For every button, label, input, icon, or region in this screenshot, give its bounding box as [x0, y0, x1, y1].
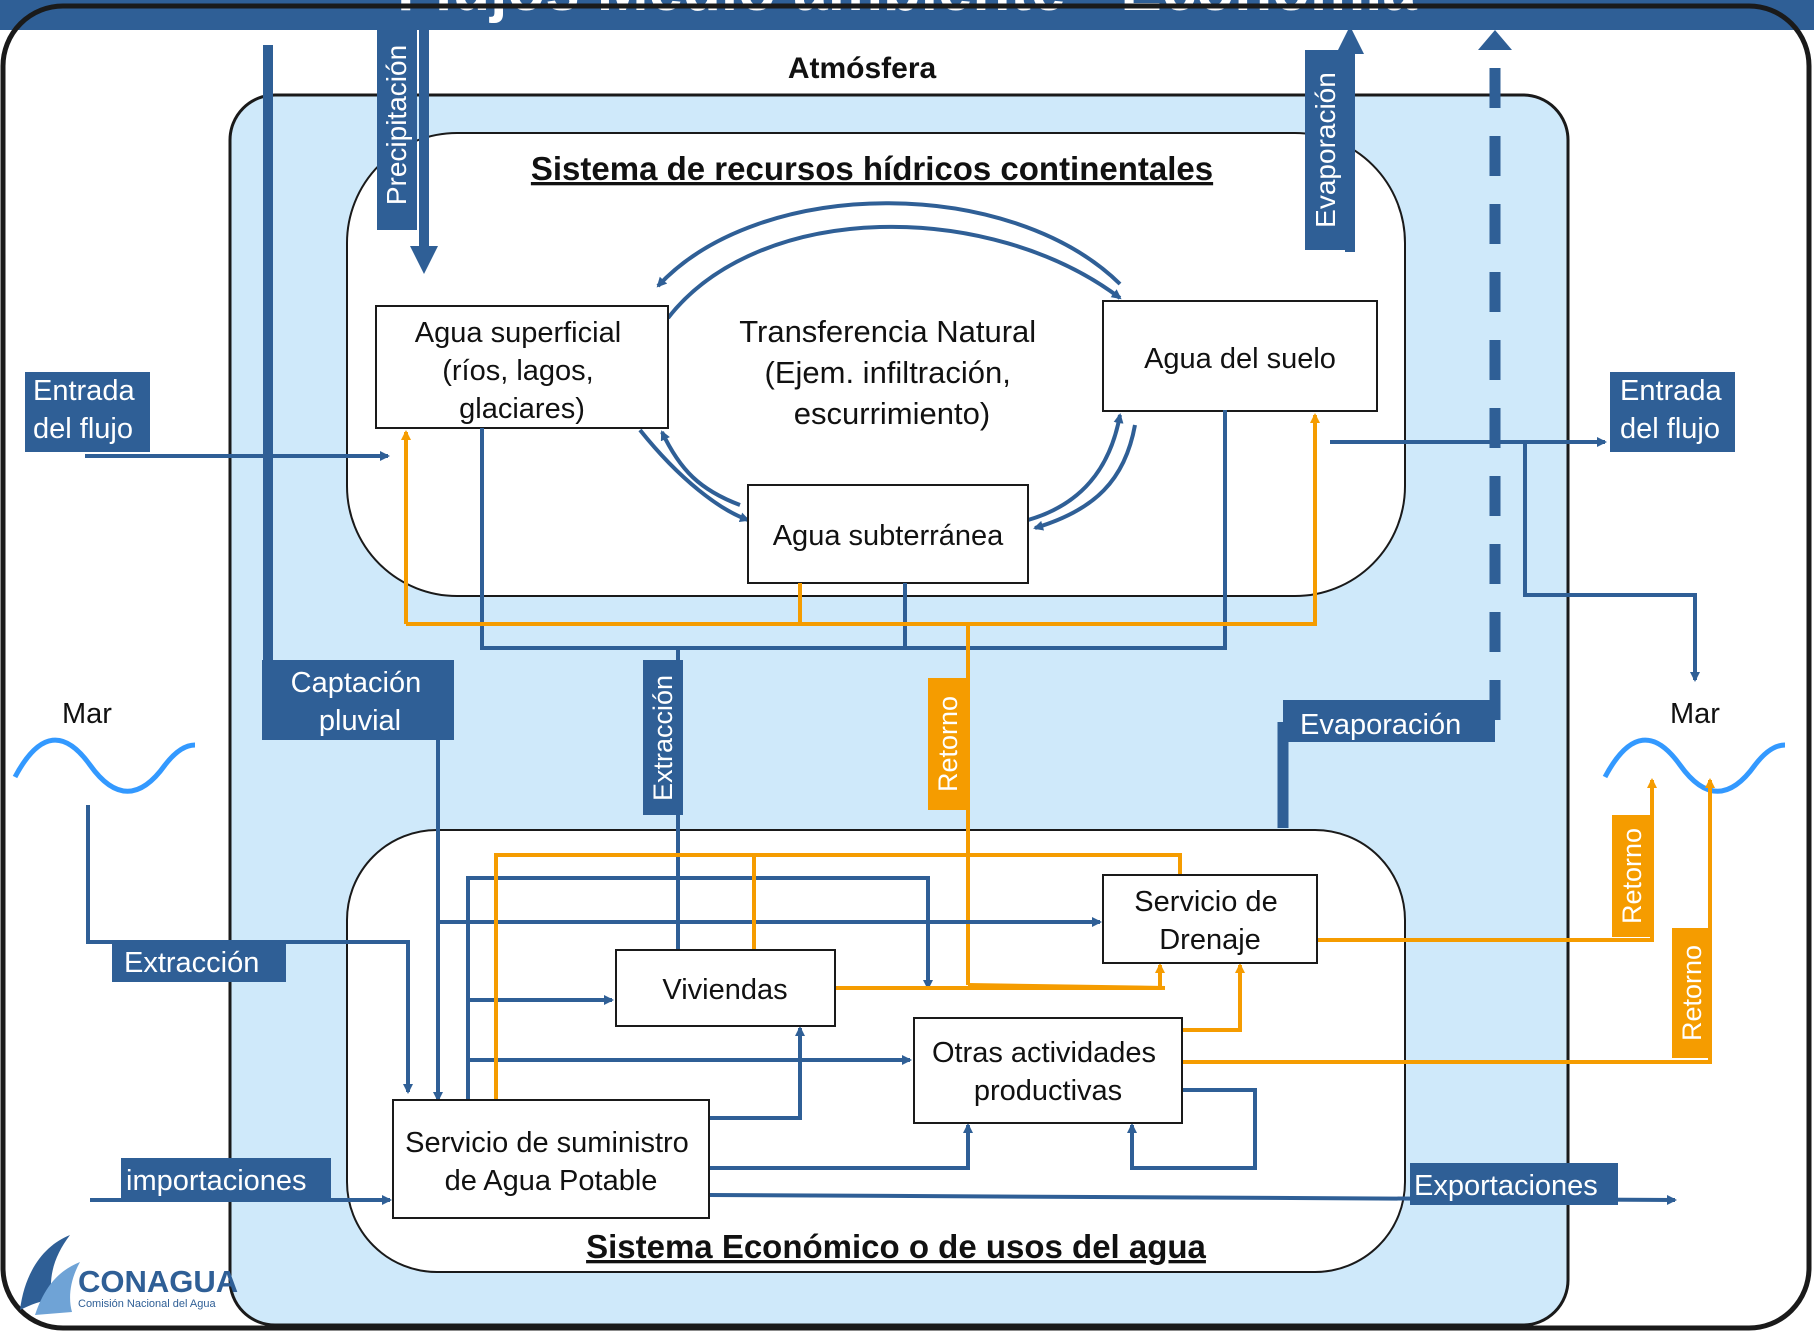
natural-transfer-line2: (Ejem. infiltración, [765, 355, 1011, 390]
sea-right: Mar [1602, 698, 1786, 794]
potable-supply-node: Servicio de suministro de Agua Potable [392, 1099, 710, 1219]
potable-supply-line2: de Agua Potable [445, 1165, 658, 1197]
natural-transfer-line1: Transferencia Natural [739, 314, 1036, 349]
return-right-1-label: Retorno [1617, 828, 1647, 924]
evaporation-mid-label: Evaporación [1300, 709, 1461, 741]
svg-text:Captación pluvial: Captación pluvial [291, 667, 430, 737]
inflow-left: Entrada del flujo [25, 372, 390, 461]
rain-capture-line2: pluvial [319, 705, 401, 737]
atmosphere-label: Atmósfera [788, 52, 937, 85]
logo-subtitle: Comisión Nacional del Agua [78, 1298, 216, 1310]
svg-text:Otras actividades produc: Otras actividades productivas [932, 1037, 1164, 1107]
surface-water-line3: glaciares) [459, 393, 585, 425]
inflow-right: Entrada del flujo [1330, 372, 1735, 682]
drainage-node: Servicio de Drenaje [1102, 874, 1318, 964]
drainage-line2: Drenaje [1159, 924, 1261, 956]
other-productive-node: Otras actividades productivas [913, 1017, 1183, 1124]
svg-text:Servicio de suministro d: Servicio de suministro de Agua Potable [405, 1127, 697, 1197]
svg-text:Transferencia Natural (E: Transferencia Natural (Ejem. infiltració… [739, 314, 1045, 431]
conagua-logo: CONAGUA Comisión Nacional del Agua [20, 1235, 238, 1315]
logo-name: CONAGUA [78, 1264, 238, 1299]
inflow-right-line1: Entrada [1620, 375, 1722, 407]
precipitation-flow: Precipitación [377, 20, 438, 274]
evaporation-top-label: Evaporación [1310, 72, 1341, 228]
svg-text:Agua superficial (ríos,: Agua superficial (ríos, lagos, glaciares… [415, 317, 629, 425]
inflow-left-line1: Entrada [33, 375, 135, 407]
drainage-line1: Servicio de [1134, 886, 1277, 918]
return-center: Retorno [928, 678, 968, 810]
groundwater-label: Agua subterránea [773, 520, 1004, 552]
natural-transfer-arrows [638, 201, 1137, 531]
sea-left: Mar [12, 698, 196, 794]
potable-supply-line1: Servicio de suministro [405, 1127, 689, 1159]
svg-text:Entrada del flujo: Entrada del flujo [1620, 375, 1730, 445]
precipitation-label: Precipitación [381, 45, 412, 205]
return-right-1: Retorno [1612, 815, 1652, 937]
extraction-sea-flow: Extracción [86, 805, 413, 1094]
slide-frame [0, 3, 1812, 1331]
svg-text:Entrada del flujo: Entrada del flujo [33, 375, 143, 445]
return-center-label: Retorno [933, 696, 963, 792]
evaporation-top-flow: Evaporación [1305, 26, 1364, 252]
surface-water-node: Agua superficial (ríos, lagos, glaciares… [375, 305, 669, 429]
surface-water-line2: (ríos, lagos, [442, 355, 594, 387]
inflow-left-line2: del flujo [33, 413, 133, 445]
other-productive-line2: productivas [974, 1075, 1122, 1107]
supply-distribution-lines [440, 876, 1257, 1170]
continental-water-system [346, 132, 1406, 597]
imports-label: importaciones [126, 1165, 307, 1197]
economic-return-lines [494, 778, 1715, 1100]
sea-left-label: Mar [62, 698, 112, 730]
imports-flow: importaciones [90, 1158, 392, 1205]
extraction-center-label: Extracción [648, 675, 678, 801]
groundwater-node: Agua subterránea [747, 484, 1029, 584]
natural-transfer-line3: escurrimiento) [794, 396, 990, 431]
rain-capture-line1: Captación [291, 667, 422, 699]
exports-flow: Exportaciones [709, 1163, 1677, 1205]
other-productive-line1: Otras actividades [932, 1037, 1156, 1069]
evaporation-dashed-flow: Evaporación [1277, 30, 1512, 828]
return-right-2-label: Retorno [1677, 945, 1707, 1041]
housing-label: Viviendas [662, 974, 787, 1006]
sea-right-label: Mar [1670, 698, 1720, 730]
surface-water-line1: Agua superficial [415, 317, 621, 349]
soil-water-label: Agua del suelo [1144, 343, 1336, 375]
rain-capture-flow: Captación pluvial [262, 45, 454, 1102]
soil-water-node: Agua del suelo [1102, 300, 1378, 412]
economic-system-title: Sistema Económico o de usos del agua [586, 1228, 1206, 1265]
return-right-2: Retorno [1672, 928, 1712, 1058]
exports-label: Exportaciones [1414, 1170, 1598, 1202]
extraction-sea-label: Extracción [124, 947, 259, 979]
housing-node: Viviendas [615, 949, 836, 1027]
svg-text:Servicio de Drenaje: Servicio de Drenaje [1134, 886, 1286, 956]
continental-system-title: Sistema de recursos hídricos continental… [531, 150, 1213, 187]
extraction-center: Extracción [643, 660, 683, 815]
natural-transfer-label: Transferencia Natural (Ejem. infiltració… [739, 314, 1045, 431]
inflow-right-line2: del flujo [1620, 413, 1720, 445]
